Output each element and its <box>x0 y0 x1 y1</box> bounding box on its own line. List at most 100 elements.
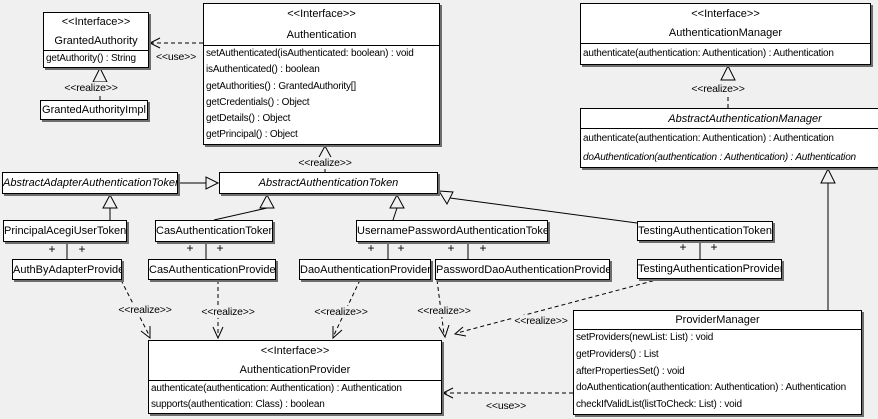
class-header: AbstractAdapterAuthenticationToken <box>3 173 177 193</box>
class-granted-authority-impl[interactable]: GrantedAuthorityImpl <box>40 100 148 120</box>
class-password-dao-authentication-provider[interactable]: PasswordDaoAuthenticationProvider <box>435 259 610 280</box>
stereotype-label: <<Interface>> <box>691 7 760 20</box>
methods-compartment: getAuthority() : String <box>44 50 148 67</box>
edge-label-realize: <<realize>> <box>200 306 256 318</box>
multiplicity-label: + <box>679 240 687 254</box>
class-abstract-adapter-authentication-token[interactable]: AbstractAdapterAuthenticationToken <box>2 172 178 194</box>
stereotype-label: <<Interface>> <box>61 16 131 29</box>
edge-generalize-usernamepassword-token <box>389 193 405 221</box>
multiplicity-label: + <box>367 241 375 255</box>
class-header: <<Interface>> Authentication <box>204 4 439 45</box>
class-name: AuthByAdapterProvider <box>13 263 121 276</box>
class-header: AbstractAuthenticationManager <box>581 109 878 128</box>
multiplicity-label: + <box>710 240 718 254</box>
method: getDetails() : Object <box>206 113 291 125</box>
class-header: PasswordDaoAuthenticationProvider <box>436 260 609 279</box>
edge-use-authentication-grantedauthority <box>148 37 203 49</box>
class-authentication[interactable]: <<Interface>> Authentication setAuthenti… <box>203 3 440 145</box>
stereotype-label: <<Interface>> <box>287 8 356 21</box>
class-abstract-authentication-manager[interactable]: AbstractAuthenticationManager authentica… <box>580 108 878 168</box>
class-name: TestingAuthenticationProvider <box>638 263 781 275</box>
multiplicity-label: + <box>447 241 455 255</box>
class-testing-authentication-provider[interactable]: TestingAuthenticationProvider <box>637 259 782 279</box>
method: getAuthorities() : GrantedAuthority[] <box>206 80 356 92</box>
class-testing-authentication-token[interactable]: TestingAuthenticationToken <box>637 221 773 241</box>
class-name: UsernamePasswordAuthenticationToken <box>357 225 547 237</box>
multiplicity-label: + <box>48 242 56 256</box>
class-cas-authentication-provider[interactable]: CasAuthenticationProvider <box>148 259 276 280</box>
edge-label-realize: <<realize>> <box>63 82 119 94</box>
class-header: <<Interface>> AuthenticationProvider <box>149 341 441 380</box>
method: getAuthority() : String <box>46 53 136 64</box>
methods-compartment: setProviders(newList: List) : void getPr… <box>574 329 861 414</box>
edge-label-realize: <<realize>> <box>313 306 369 318</box>
class-name: AbstractAuthenticationToken <box>258 177 399 189</box>
edge-label-use: <<use>> <box>154 51 198 63</box>
class-name: GrantedAuthority <box>54 34 138 47</box>
class-auth-by-adapter-provider[interactable]: AuthByAdapterProvider <box>12 259 122 280</box>
method: checkIfValidList(listToCheck: List) : vo… <box>576 399 742 411</box>
methods-compartment: setAuthenticated(isAuthenticated: boolea… <box>204 45 439 144</box>
class-name: AbstractAuthenticationManager <box>668 112 822 125</box>
edge-use-providermanager <box>441 387 573 399</box>
method: authenticate(authentication: Authenticat… <box>583 48 834 59</box>
multiplicity-label: + <box>397 241 405 255</box>
class-name: AbstractAdapterAuthenticationToken <box>3 177 177 189</box>
class-authentication-manager[interactable]: <<Interface>> AuthenticationManager auth… <box>580 3 871 65</box>
edge-generalize-cas-token <box>213 193 275 221</box>
class-header: AuthByAdapterProvider <box>13 260 121 279</box>
edge-label-realize: <<realize>> <box>513 315 569 327</box>
class-cas-authentication-token[interactable]: CasAuthenticationToken <box>155 220 273 242</box>
class-header: <<Interface>> AuthenticationManager <box>581 4 870 43</box>
class-name: CasAuthenticationProvider <box>149 263 275 276</box>
class-header: UsernamePasswordAuthenticationToken <box>357 221 547 241</box>
class-dao-authentication-provider[interactable]: DaoAuthenticationProvider <box>299 259 431 280</box>
edge-generalize-principal <box>102 193 118 220</box>
stereotype-label: <<Interface>> <box>260 344 330 357</box>
class-header: CasAuthenticationToken <box>156 221 272 241</box>
method: afterPropertiesSet() : void <box>576 365 685 377</box>
multiplicity-label: + <box>216 241 224 255</box>
class-header: PrincipalAcegiUserToken <box>4 221 126 241</box>
methods-compartment: authenticate(authentication: Authenticat… <box>581 43 870 64</box>
abstract-method: doAuthentication(authentication : Authen… <box>583 152 856 163</box>
class-name: AuthenticationManager <box>668 27 783 40</box>
class-header: ProviderManager <box>574 311 861 329</box>
edge-realize-testingauthenticationprovider <box>453 278 661 337</box>
class-header: TestingAuthenticationToken <box>638 222 772 240</box>
class-username-password-authentication-token[interactable]: UsernamePasswordAuthenticationToken <box>356 220 548 242</box>
class-name: ProviderManager <box>675 314 760 326</box>
class-authentication-provider[interactable]: <<Interface>> AuthenticationProvider aut… <box>148 340 442 414</box>
edge-label-use: <<use>> <box>484 400 528 412</box>
class-principal-acegi-user-token[interactable]: PrincipalAcegiUserToken <box>3 220 127 242</box>
class-granted-authority[interactable]: <<Interface>> GrantedAuthority getAuthor… <box>43 12 149 68</box>
method: authenticate(authentication: Authenticat… <box>151 383 402 394</box>
edge-label-realize: <<realize>> <box>690 83 746 95</box>
class-header: DaoAuthenticationProvider <box>300 260 430 279</box>
class-name: PasswordDaoAuthenticationProvider <box>436 263 609 276</box>
method: isAuthenticated() : boolean <box>206 64 320 76</box>
class-name: AuthenticationProvider <box>239 364 351 377</box>
method: getProviders() : List <box>576 348 659 360</box>
multiplicity-label: + <box>186 241 194 255</box>
class-header: <<Interface>> GrantedAuthority <box>44 13 148 50</box>
class-header: TestingAuthenticationProvider <box>638 260 781 278</box>
edge-label-realize: <<realize>> <box>297 157 353 169</box>
multiplicity-label: + <box>479 241 487 255</box>
edge-label-realize: <<realize>> <box>117 304 173 316</box>
class-abstract-authentication-token[interactable]: AbstractAuthenticationToken <box>219 172 438 194</box>
class-provider-manager[interactable]: ProviderManager setProviders(newList: Li… <box>573 310 862 415</box>
edge-generalize-testing-token <box>438 190 638 224</box>
methods-compartment: authenticate(authentication: Authenticat… <box>581 128 878 167</box>
class-name: TestingAuthenticationToken <box>638 225 772 237</box>
class-header: CasAuthenticationProvider <box>149 260 275 279</box>
method: getPrincipal() : Object <box>206 129 298 141</box>
method: getCredentials() : Object <box>206 96 310 108</box>
method: authenticate(authentication: Authenticat… <box>583 133 834 144</box>
methods-compartment: authenticate(authentication: Authenticat… <box>149 380 441 413</box>
class-header: AbstractAuthenticationToken <box>220 173 437 193</box>
method: supports(authentication: Class) : boolea… <box>151 399 325 410</box>
edge-label-realize: <<realize>> <box>416 305 472 317</box>
method: setProviders(newList: List) : void <box>576 332 714 343</box>
